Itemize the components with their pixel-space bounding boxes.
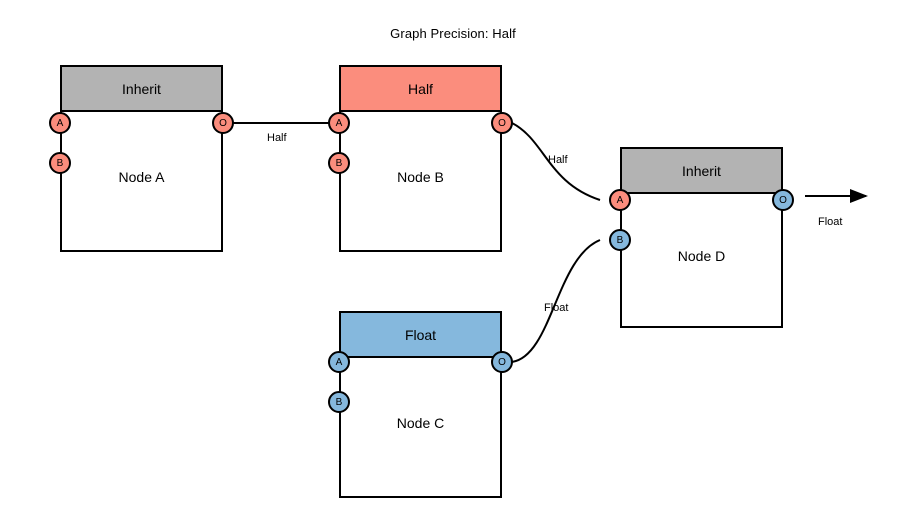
node-a-input-port-b[interactable]: B	[49, 152, 71, 174]
node-d-label: Node D	[677, 248, 726, 264]
node-c-output-port-o[interactable]: O	[491, 351, 513, 373]
node-d-body: Node D	[622, 194, 781, 326]
node-d-input-port-b[interactable]: B	[609, 229, 631, 251]
edge-a-to-b-label: Half	[267, 132, 287, 144]
node-c-body: Node C	[341, 358, 500, 496]
edge-c-to-d-b-label: Float	[544, 302, 569, 314]
node-d-header: Inherit	[622, 149, 781, 194]
page-title: Graph Precision: Half	[390, 26, 516, 41]
node-d-input-port-a[interactable]: A	[609, 189, 631, 211]
node-b-input-port-b[interactable]: B	[328, 152, 350, 174]
node-c-label: Node C	[396, 415, 445, 431]
node-a-label: Node A	[118, 169, 165, 185]
edge-c-to-d-b[interactable]	[511, 239, 601, 363]
node-a-output-port-o[interactable]: O	[212, 112, 234, 134]
node-a-body: Node A	[62, 112, 221, 250]
edge-b-to-d-a-label: Half	[548, 154, 568, 166]
node-c-header: Float	[341, 313, 500, 358]
node-b-output-port-o[interactable]: O	[491, 112, 513, 134]
node-b-label: Node B	[397, 169, 444, 185]
node-b-header: Half	[341, 67, 500, 112]
node-c-input-port-a[interactable]: A	[328, 351, 350, 373]
edge-d-output-label: Float	[818, 216, 843, 228]
node-a-input-port-a[interactable]: A	[49, 112, 71, 134]
edge-b-to-d-a[interactable]	[511, 122, 601, 201]
node-d-output-port-o[interactable]: O	[772, 189, 794, 211]
node-b-body: Node B	[341, 112, 500, 250]
node-b-input-port-a[interactable]: A	[328, 112, 350, 134]
node-c-input-port-b[interactable]: B	[328, 391, 350, 413]
node-a-header: Inherit	[62, 67, 221, 112]
